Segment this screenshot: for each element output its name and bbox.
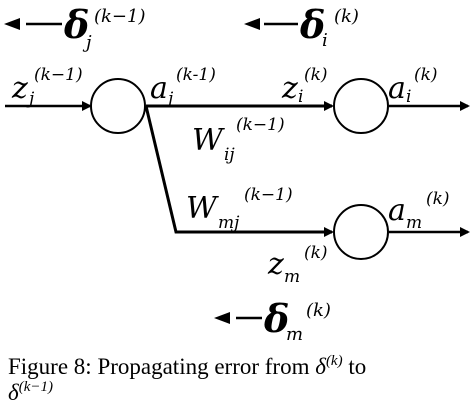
caption-prefix: Figure 8: Propagating error from — [8, 354, 316, 379]
svg-text:(k): (k) — [304, 65, 328, 85]
label-z-j: z j (k−1) — [11, 65, 83, 109]
svg-text:ij: ij — [224, 145, 235, 165]
label-z-m: z m (k) — [267, 243, 328, 287]
svg-text:mj: mj — [218, 213, 240, 233]
label-a-j: a j (k-1) — [150, 65, 216, 109]
svg-text:j: j — [82, 32, 92, 53]
back-arrow-i — [244, 18, 298, 30]
svg-text:δ: δ — [263, 296, 289, 341]
svg-text:z: z — [11, 71, 28, 106]
svg-text:(k): (k) — [414, 65, 438, 85]
svg-text:δ: δ — [299, 2, 325, 47]
caption-delta-to: δ — [8, 380, 19, 405]
edge-j-to-m — [144, 105, 332, 234]
svg-text:m: m — [284, 267, 300, 287]
svg-text:δ: δ — [63, 2, 89, 47]
svg-text:i: i — [322, 30, 328, 51]
svg-text:a: a — [388, 193, 406, 228]
svg-text:(k): (k) — [304, 243, 328, 263]
svg-text:(k): (k) — [334, 6, 359, 27]
back-arrow-j — [4, 18, 62, 30]
neuron-j — [90, 78, 146, 134]
svg-text:(k): (k) — [426, 189, 450, 209]
caption-delta-from: δ — [315, 354, 326, 379]
back-arrow-m — [214, 312, 262, 324]
figure-caption: Figure 8: Propagating error from δ(k) to… — [8, 354, 470, 406]
svg-text:i: i — [406, 87, 411, 107]
svg-text:z: z — [267, 247, 284, 282]
svg-text:(k−1): (k−1) — [244, 185, 293, 205]
label-w-ij: W ij (k−1) — [192, 115, 285, 165]
caption-delta-from-sup: (k) — [325, 353, 343, 369]
svg-text:j: j — [164, 89, 174, 109]
svg-text:(k−1): (k−1) — [236, 115, 285, 135]
label-w-mj: W mj (k−1) — [186, 185, 293, 233]
label-delta-j: δ j (k−1) — [63, 2, 146, 53]
svg-text:a: a — [388, 71, 406, 106]
label-a-m: a m (k) — [388, 189, 450, 233]
svg-text:m: m — [406, 213, 422, 233]
neuron-i — [333, 78, 389, 134]
svg-text:a: a — [150, 71, 168, 106]
svg-text:(k−1): (k−1) — [94, 6, 146, 27]
label-delta-i: δ i (k) — [299, 2, 359, 51]
neuron-m — [333, 204, 389, 260]
svg-text:W: W — [186, 191, 219, 226]
svg-text:(k): (k) — [306, 300, 331, 321]
svg-text:(k−1): (k−1) — [34, 65, 83, 85]
svg-text:(k-1): (k-1) — [176, 65, 216, 85]
label-a-i: a i (k) — [388, 65, 438, 107]
svg-text:z: z — [281, 71, 298, 106]
diagram-canvas: δ j (k−1) δ i (k) z j (k−1) a j (k-1) z … — [4, 2, 470, 345]
label-z-i: z i (k) — [281, 65, 328, 107]
caption-delta-to-sup: (k−1) — [18, 379, 53, 395]
label-delta-m: δ m (k) — [263, 296, 331, 345]
svg-text:i: i — [298, 87, 303, 107]
svg-text:j: j — [25, 89, 35, 109]
svg-text:m: m — [286, 324, 303, 345]
caption-middle: to — [342, 354, 367, 379]
svg-text:W: W — [192, 123, 225, 158]
